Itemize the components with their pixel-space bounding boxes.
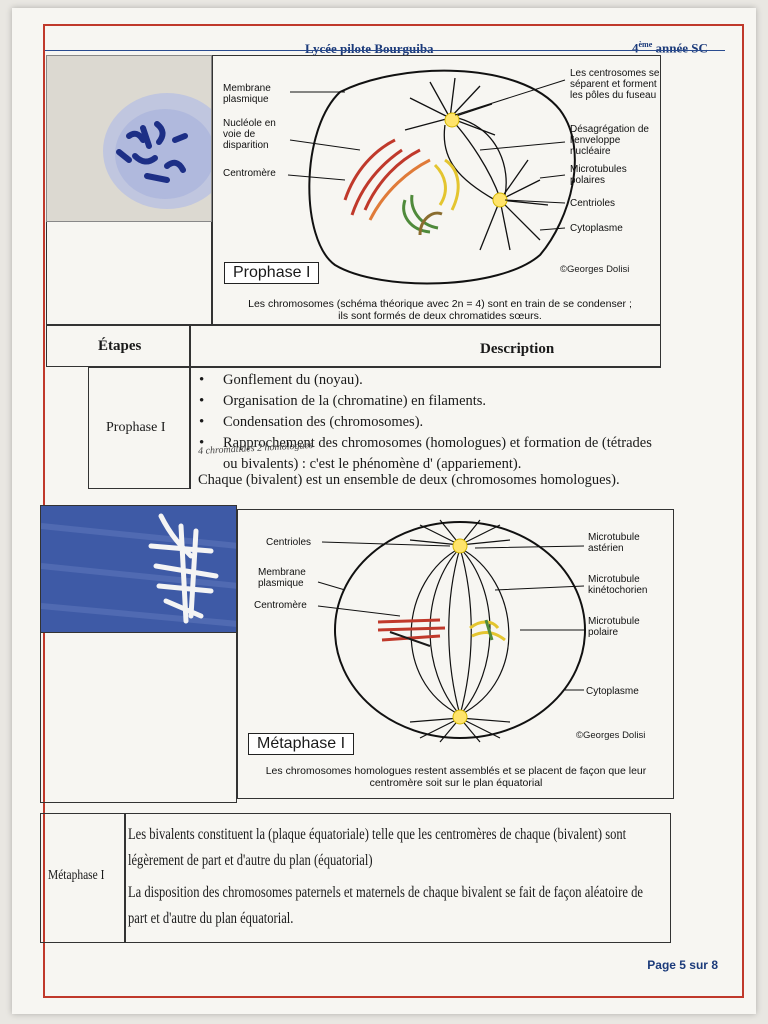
table2-line1: Les bivalents constituent la (plaque équ… — [128, 822, 663, 874]
label-membrane-plasmique-2: Membrane plasmique — [258, 567, 318, 589]
table2-line2: La disposition des chromosomes paternels… — [128, 880, 663, 932]
table2-stage: Métaphase I — [48, 868, 104, 884]
label-microtubule-polaire: Microtubule polaire — [588, 616, 658, 638]
label-cytoplasme-2: Cytoplasme — [586, 686, 639, 697]
metaphase-title: Métaphase I — [248, 733, 354, 755]
metaphase-caption: Les chromosomes homologues restent assem… — [240, 765, 672, 789]
label-microtubule-kinetochorien: Microtubule kinétochorien — [588, 574, 663, 596]
label-centrioles-2: Centrioles — [266, 537, 311, 548]
metaphase-cell — [318, 520, 585, 742]
page-number: Page 5 sur 8 — [647, 958, 718, 972]
label-centromere-2: Centromère — [254, 600, 307, 611]
metaphase-credit: ©Georges Dolisi — [576, 730, 645, 741]
label-microtubule-asterien: Microtubule astérien — [588, 532, 658, 554]
